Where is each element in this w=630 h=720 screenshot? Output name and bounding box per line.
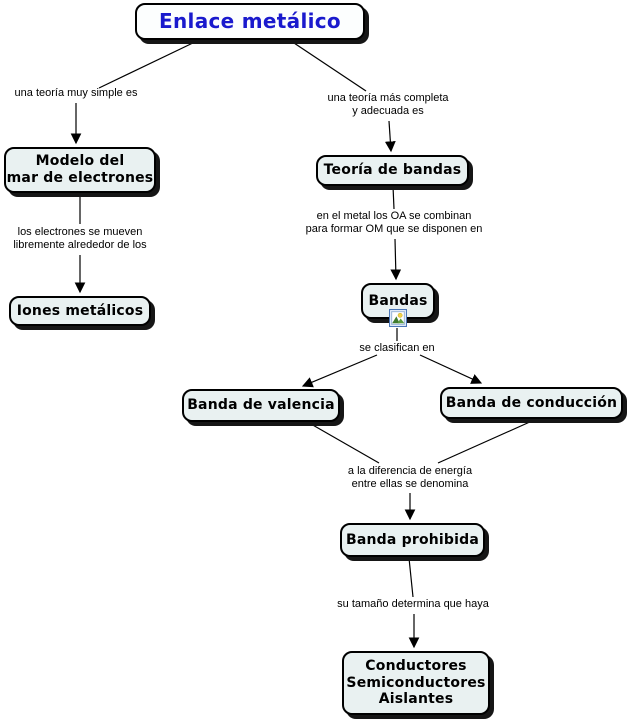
linking-phrase-oa-om: en el metal los OA se combinan para form… (305, 210, 483, 235)
node-banda-de-valencia[interactable]: Banda de valencia (182, 389, 340, 422)
node-enlace-metalico[interactable]: Enlace metálico (135, 3, 365, 40)
linking-phrase-teoria-simple: una teoría muy simple es (14, 87, 138, 99)
node-iones-metalicos[interactable]: Iones metálicos (9, 296, 151, 326)
node-banda-de-conduccion[interactable]: Banda de conducción (440, 387, 623, 419)
connector-line (384, 120, 396, 153)
connector-line (408, 557, 414, 598)
connector-line (419, 354, 483, 384)
node-conductores-semiconductores-aislantes[interactable]: Conductores Semiconductores Aislantes (342, 651, 490, 715)
node-teoria-de-bandas[interactable]: Teoría de bandas (316, 155, 469, 186)
linking-phrase-tamano-determina: su tamaño determina que haya (337, 598, 489, 610)
connector-line (437, 420, 533, 464)
node-modelo-mar-electrones[interactable]: Modelo del mar de electrones (4, 147, 156, 193)
connector-line (290, 40, 367, 92)
connector-line (392, 185, 395, 210)
node-banda-prohibida[interactable]: Banda prohibida (340, 523, 485, 557)
connector-line (98, 40, 198, 89)
linking-phrase-se-clasifican: se clasifican en (359, 342, 435, 354)
linking-phrase-electrones-mueven: los electrones se mueven libremente alre… (13, 226, 147, 251)
connector-line (310, 423, 380, 464)
linking-phrase-diferencia-energia: a la diferencia de energía entre ellas s… (347, 465, 473, 490)
connector-line (301, 354, 378, 388)
connector-line (390, 238, 402, 281)
image-attachment-icon[interactable] (389, 309, 407, 327)
linking-phrase-teoria-completa: una teoría más completa y adecuada es (327, 92, 449, 117)
